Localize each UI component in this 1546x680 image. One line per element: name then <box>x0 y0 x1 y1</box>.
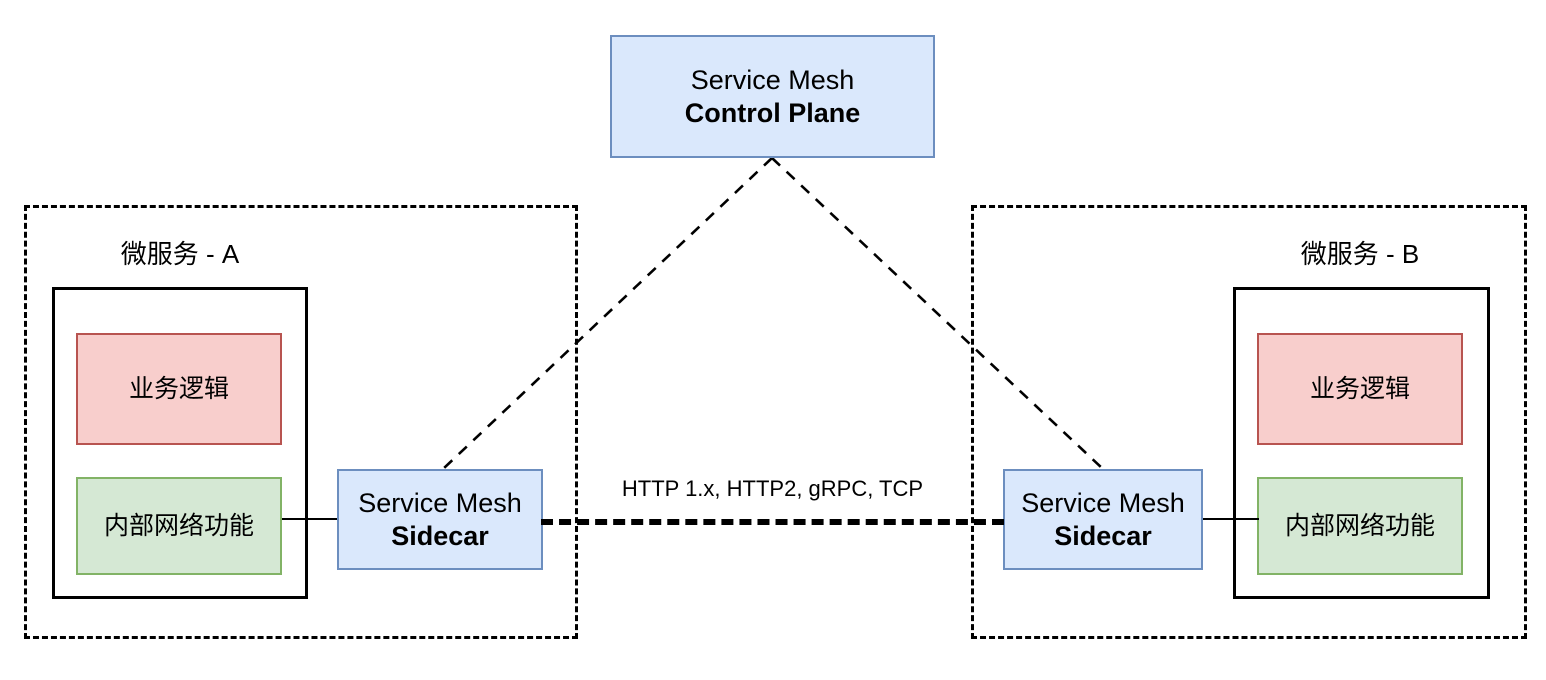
sidecar-to-sidecar-link <box>541 519 1004 525</box>
microservice-a-title: 微服务 - A <box>120 239 240 269</box>
sidecar-b-line1: Service Mesh <box>1021 487 1185 518</box>
control-plane-line1: Service Mesh <box>690 64 855 95</box>
sidecar-a-line2: Sidecar <box>391 520 489 551</box>
control-plane-box[interactable]: Service Mesh Control Plane <box>610 35 935 158</box>
sidecar-a-line1: Service Mesh <box>358 487 522 518</box>
connector-internal-network-a-to-sidecar <box>282 518 339 520</box>
business-logic-a[interactable]: 业务逻辑 <box>76 333 282 445</box>
service-pod-a <box>52 287 308 599</box>
microservice-b-title: 微服务 - B <box>1300 239 1420 269</box>
sidecar-b-box[interactable]: Service Mesh Sidecar <box>1003 469 1203 570</box>
microservice-group-a <box>24 205 578 639</box>
microservice-group-b <box>971 205 1527 639</box>
connector-sidecar-to-internal-network-b <box>1201 518 1259 520</box>
internal-network-a[interactable]: 内部网络功能 <box>76 477 282 575</box>
business-logic-b[interactable]: 业务逻辑 <box>1257 333 1463 445</box>
protocol-label: HTTP 1.x, HTTP2, gRPC, TCP <box>621 476 924 501</box>
internal-network-b[interactable]: 内部网络功能 <box>1257 477 1463 575</box>
control-plane-line2: Control Plane <box>684 97 861 128</box>
sidecar-b-line2: Sidecar <box>1054 520 1152 551</box>
service-pod-b <box>1233 287 1490 599</box>
sidecar-a-box[interactable]: Service Mesh Sidecar <box>337 469 543 570</box>
